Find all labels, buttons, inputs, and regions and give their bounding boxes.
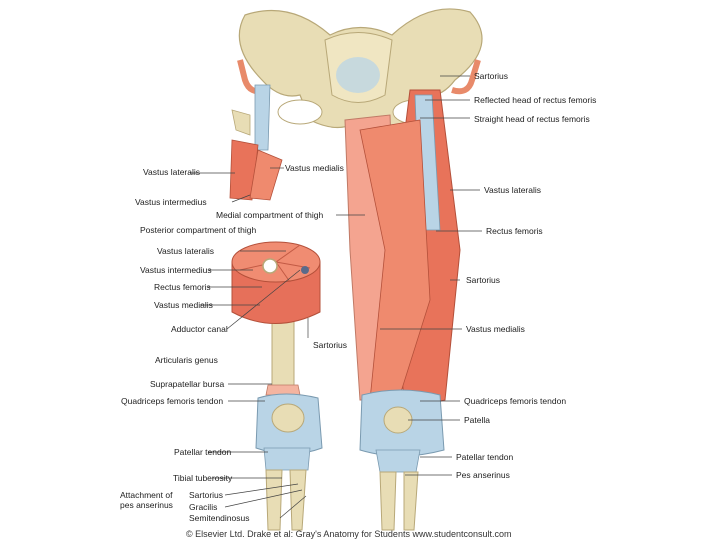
label-quadriceps-tendon-right: Quadriceps femoris tendon (464, 396, 567, 406)
label-quadriceps-tendon-left: Quadriceps femoris tendon (121, 396, 224, 406)
label-xs-vastus-lateralis: Vastus lateralis (157, 246, 215, 256)
label-vastus-medialis-left: Vastus medialis (285, 163, 344, 173)
label-attachment-pes: Attachment of (120, 490, 173, 500)
label-sartorius-top: Sartorius (474, 71, 509, 81)
label-reflected-head: Reflected head of rectus femoris (474, 95, 597, 105)
label-pes-gracilis: Gracilis (189, 502, 218, 512)
label-suprapatellar-bursa: Suprapatellar bursa (150, 379, 225, 389)
left-knee (255, 393, 323, 531)
label-pes-sartorius: Sartorius (189, 490, 224, 500)
label-vastus-intermedius-left: Vastus intermedius (135, 197, 207, 207)
label-xs-vastus-intermedius: Vastus intermedius (140, 265, 212, 275)
thigh-cross-section (231, 241, 321, 324)
right-knee (359, 389, 445, 531)
label-articularis-genus: Articularis genus (155, 355, 218, 365)
pelvis (237, 8, 483, 129)
label-xs-rectus-femoris: Rectus femoris (154, 282, 211, 292)
label-pes-anserinus: Pes anserinus (456, 470, 510, 480)
left-muscle-fragments (229, 84, 283, 201)
label-vastus-lateralis-left: Vastus lateralis (143, 167, 201, 177)
label-sartorius-right: Sartorius (466, 275, 501, 285)
label-tibial-tuberosity: Tibial tuberosity (173, 473, 233, 483)
label-vastus-lateralis-right: Vastus lateralis (484, 185, 542, 195)
label-patellar-tendon-left: Patellar tendon (174, 447, 232, 457)
label-adductor-canal: Adductor canal (171, 324, 228, 334)
leader-lines (190, 75, 482, 519)
copyright-credit: © Elsevier Ltd. Drake et al: Gray's Anat… (186, 529, 512, 539)
label-xs-vastus-medialis: Vastus medialis (154, 300, 213, 310)
label-rectus-femoris-right: Rectus femoris (486, 226, 543, 236)
label-patellar-tendon-right: Patellar tendon (456, 452, 514, 462)
label-pes-semitendinosus: Semitendinosus (189, 513, 250, 523)
label-medial-compartment: Medial compartment of thigh (216, 210, 324, 220)
right-thigh-muscles (344, 89, 461, 421)
label-patella: Patella (464, 415, 490, 425)
label-posterior-compartment: Posterior compartment of thigh (140, 225, 257, 235)
label-straight-head: Straight head of rectus femoris (474, 114, 590, 124)
label-vastus-medialis-right: Vastus medialis (466, 324, 525, 334)
label-attachment-pes-2: pes anserinus (120, 500, 173, 510)
label-sartorius-mid: Sartorius (313, 340, 348, 350)
